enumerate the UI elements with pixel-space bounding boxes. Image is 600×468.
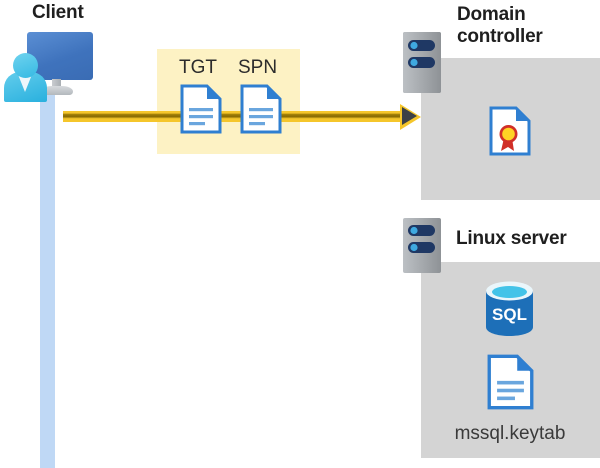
person-head-icon (13, 53, 38, 78)
keytab-filename-label: mssql.keytab (454, 423, 566, 444)
client-lifeline (40, 88, 55, 468)
tgt-document-icon (180, 84, 222, 134)
domain-controller-title-line1: Domain (457, 4, 526, 25)
domain-controller-server-icon (403, 32, 441, 98)
monitor-stand-icon (52, 79, 61, 90)
monitor-base-icon (41, 86, 73, 95)
keytab-document-icon (487, 354, 534, 410)
sql-badge-text: SQL (492, 305, 527, 324)
client-to-domain-controller-arrow (63, 111, 408, 122)
spn-document-icon (240, 84, 282, 134)
client-computer-icon (0, 0, 100, 105)
tgt-label: TGT (179, 57, 217, 78)
linux-server-icon (403, 218, 441, 278)
domain-controller-title-line2: controller (457, 26, 543, 48)
certificate-icon (489, 106, 531, 156)
monitor-screen-icon (27, 32, 93, 80)
linux-server-title: Linux server (456, 228, 567, 249)
sql-database-icon: SQL (482, 280, 537, 338)
client-title: Client (32, 2, 84, 23)
arrow-head-icon (402, 107, 417, 125)
spn-label: SPN (238, 57, 278, 78)
